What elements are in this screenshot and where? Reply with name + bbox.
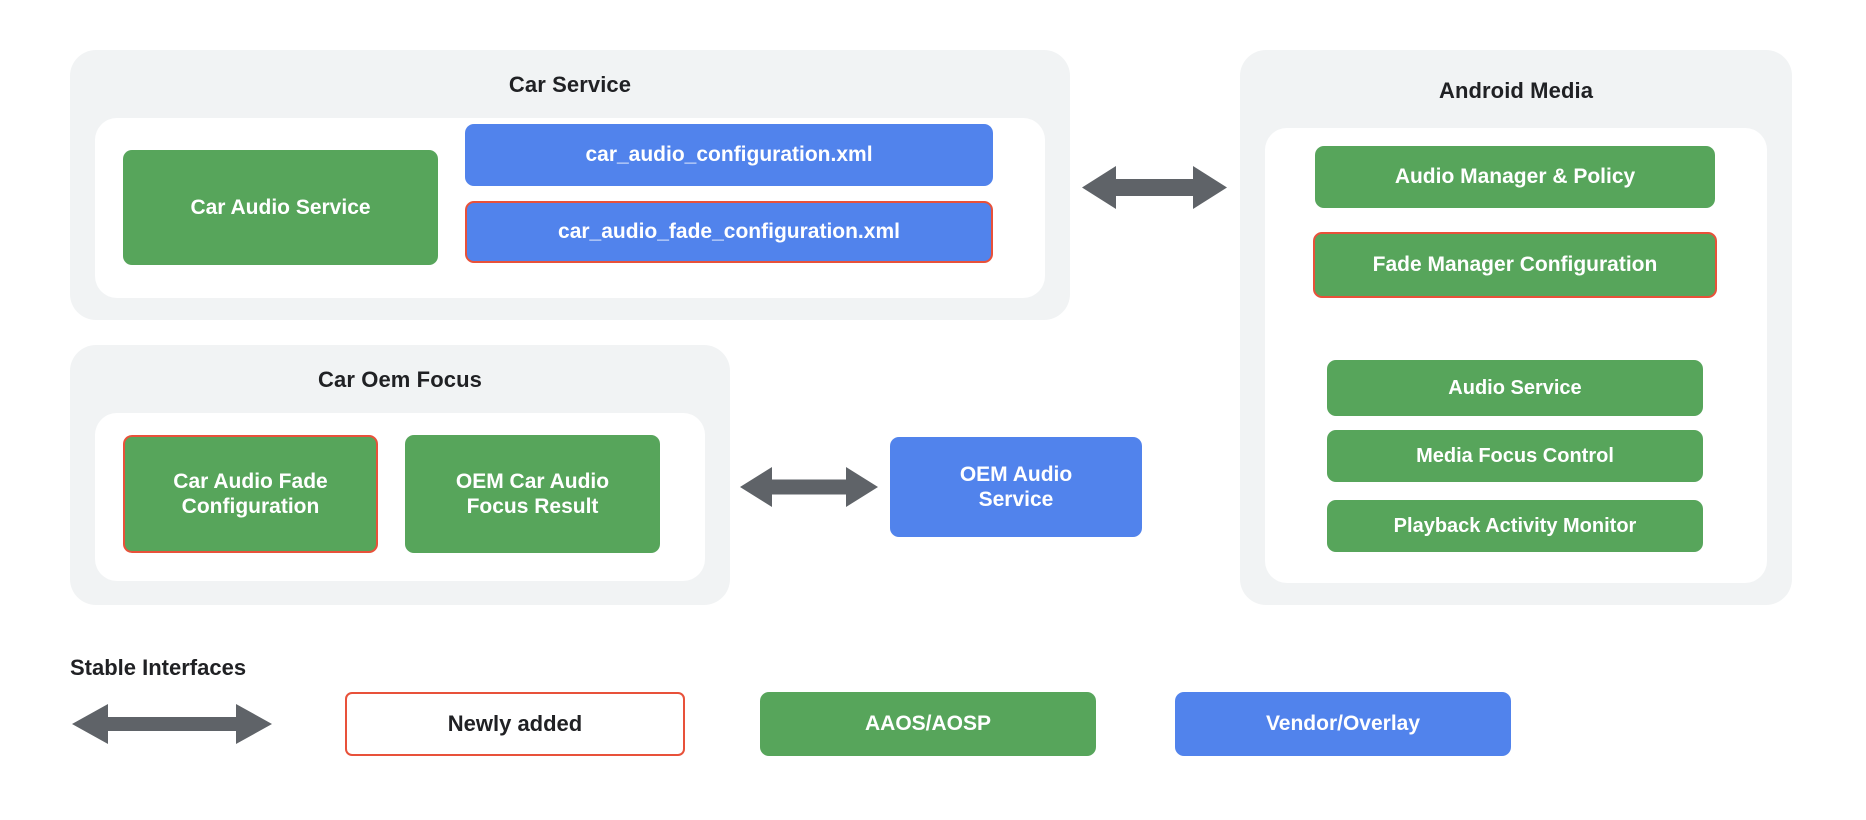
legend-item-aaos-aosp[interactable]: AAOS/AOSP xyxy=(760,692,1096,756)
node-playback-activity-monitor[interactable]: Playback Activity Monitor xyxy=(1327,500,1703,552)
node-car-audio-configuration-xml[interactable]: car_audio_configuration.xml xyxy=(465,124,993,186)
node-fade-manager-configuration[interactable]: Fade Manager Configuration xyxy=(1313,232,1717,298)
arrow-car-service-to-android-media xyxy=(1082,160,1227,215)
card-car-oem-focus-inner: Car Audio Fade Configuration OEM Car Aud… xyxy=(95,413,705,581)
node-oem-car-audio-focus-result[interactable]: OEM Car Audio Focus Result xyxy=(405,435,660,553)
node-media-focus-control[interactable]: Media Focus Control xyxy=(1327,430,1703,482)
card-car-service-inner: Car Audio Service car_audio_configuratio… xyxy=(95,118,1045,298)
arrow-car-oem-focus-to-oem-audio-service xyxy=(740,462,878,512)
node-car-audio-fade-configuration-xml[interactable]: car_audio_fade_configuration.xml xyxy=(465,201,993,263)
legend-item-vendor-overlay[interactable]: Vendor/Overlay xyxy=(1175,692,1511,756)
node-audio-service[interactable]: Audio Service xyxy=(1327,360,1703,416)
double-arrow-icon xyxy=(1082,166,1227,209)
group-title-car-service: Car Service xyxy=(508,72,632,97)
double-arrow-icon xyxy=(740,467,878,507)
legend-stable-interfaces-label: Stable Interfaces xyxy=(70,655,247,680)
group-title-android-media: Android Media xyxy=(1438,78,1594,103)
group-car-oem-focus: Car Oem Focus Car Audio Fade Configurati… xyxy=(70,345,730,605)
node-car-audio-fade-configuration[interactable]: Car Audio Fade Configuration xyxy=(123,435,378,553)
card-android-media-inner: Audio Manager & Policy Fade Manager Conf… xyxy=(1265,128,1767,583)
node-oem-audio-service[interactable]: OEM Audio Service xyxy=(890,437,1142,537)
node-audio-manager-and-policy[interactable]: Audio Manager & Policy xyxy=(1315,146,1715,208)
double-arrow-icon xyxy=(72,704,272,744)
legend-arrow-stable-interfaces xyxy=(72,700,272,748)
group-android-media: Android Media Audio Manager & Policy Fad… xyxy=(1240,50,1792,605)
node-car-audio-service[interactable]: Car Audio Service xyxy=(123,150,438,265)
group-title-car-oem-focus: Car Oem Focus xyxy=(318,367,482,392)
group-car-service: Car Service Car Audio Service car_audio_… xyxy=(70,50,1070,320)
legend-item-newly-added[interactable]: Newly added xyxy=(345,692,685,756)
